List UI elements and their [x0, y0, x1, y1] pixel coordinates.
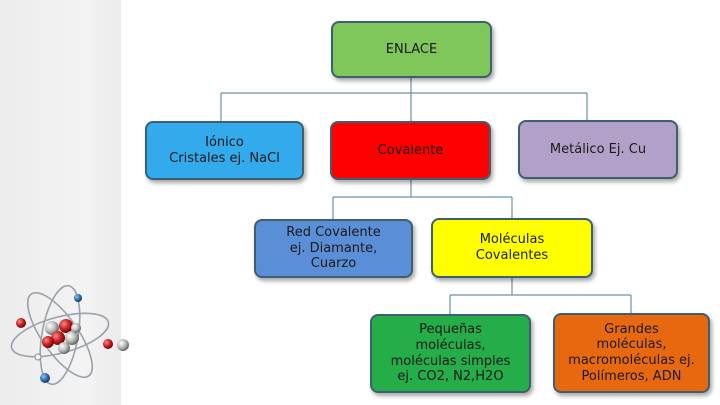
connector-enlace-children — [220, 78, 588, 121]
connector-group — [220, 78, 632, 314]
node-ionico: Iónico Cristales ej. NaCl — [145, 121, 304, 180]
node-moleculas-covalentes: Moléculas Covalentes — [431, 218, 593, 278]
node-red-covalente: Red Covalente ej. Diamante, Cuarzo — [254, 219, 413, 278]
node-grandes-moleculas: Grandes moléculas, macromoléculas ej. Po… — [553, 313, 710, 393]
node-pequenas-moleculas: Pequeñas moléculas, moléculas simples ej… — [370, 314, 531, 393]
node-metalico: Metálico Ej. Cu — [518, 120, 678, 179]
node-enlace: ENLACE — [331, 21, 492, 78]
connector-moleculas-children — [449, 278, 632, 314]
atom-icon — [10, 284, 129, 386]
connector-covalente-children — [332, 180, 513, 219]
node-covalente: Covalente — [330, 121, 491, 180]
